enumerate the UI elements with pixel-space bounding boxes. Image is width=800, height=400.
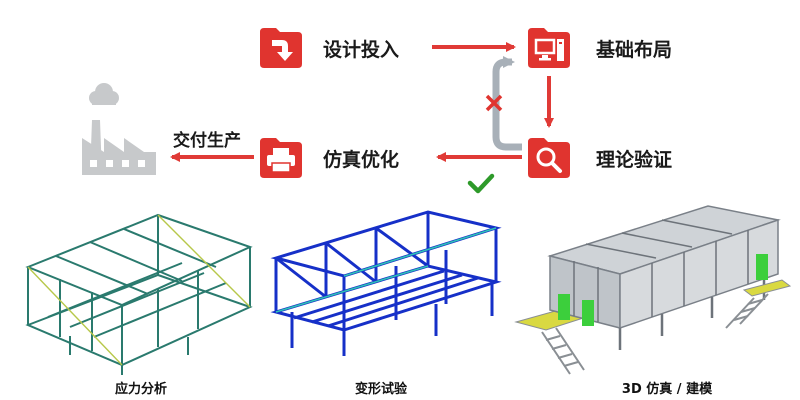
deformation-test-image [270,210,502,356]
node-design-input: 设计投入 [323,39,400,61]
printer-icon [260,138,302,178]
3d-model-image [514,205,792,375]
download-arrow-icon [260,28,302,68]
node-base-layout: 基础布局 [596,39,673,61]
node-sim-optimize: 仿真优化 [323,149,400,171]
node-delivery: 交付生产 [173,131,241,151]
cross-icon [485,94,503,112]
node-theory-verify: 理论验证 [596,149,673,171]
arrow-reject-loop [492,56,522,151]
factory-icon [82,83,156,175]
check-icon [467,173,495,194]
monitor-computer-icon [528,28,570,68]
caption-3d-model: 3D 仿真 / 建模 [621,382,713,397]
caption-stress-analysis: 应力分析 [114,382,167,397]
magnifier-icon [528,138,570,178]
caption-deformation-test: 变形试验 [354,382,407,397]
stress-analysis-image [25,213,253,375]
